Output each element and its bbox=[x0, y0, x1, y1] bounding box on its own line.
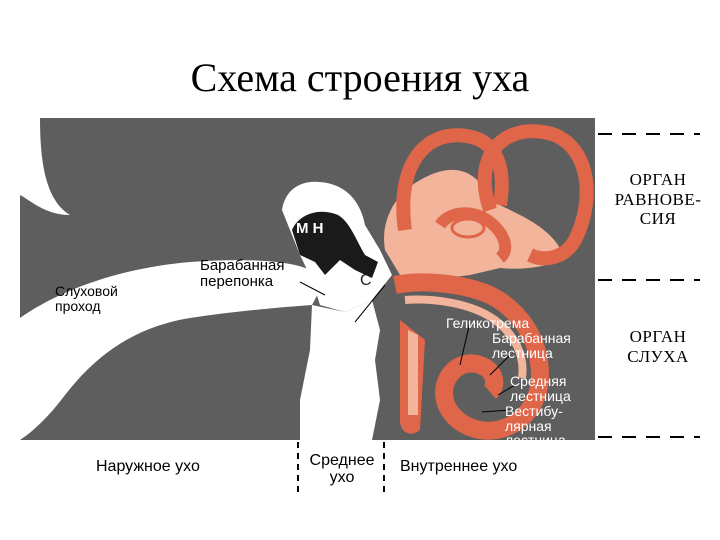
label-organ-hearing: ОРГАН СЛУХА bbox=[598, 327, 718, 366]
label-outer-ear: Наружное ухо bbox=[96, 459, 200, 476]
utricle bbox=[452, 219, 484, 237]
cochlea-duct-light bbox=[408, 330, 418, 415]
label-helicotrema: Геликотрема bbox=[446, 316, 529, 331]
label-middle-ear: Среднее ухо bbox=[300, 453, 384, 487]
label-round-window: Круглое окно bbox=[318, 326, 369, 355]
label-scala-media: Средняя лестница bbox=[510, 374, 571, 403]
label-ear-canal: Слуховой проход bbox=[55, 284, 118, 313]
label-stapes: С bbox=[360, 273, 372, 290]
label-inner-ear: Внутреннее ухо bbox=[400, 459, 517, 476]
label-ossicles: М Н bbox=[296, 221, 324, 237]
label-organ-balance: ОРГАН РАВНОВЕ- СИЯ bbox=[598, 170, 718, 229]
label-scala-vestibuli: Вестибу- лярная лестница bbox=[505, 404, 566, 448]
label-eardrum: Барабанная перепонка bbox=[200, 258, 285, 290]
middle-ear-lower bbox=[300, 300, 380, 440]
label-scala-tympani: Барабанная лестница bbox=[492, 331, 571, 360]
